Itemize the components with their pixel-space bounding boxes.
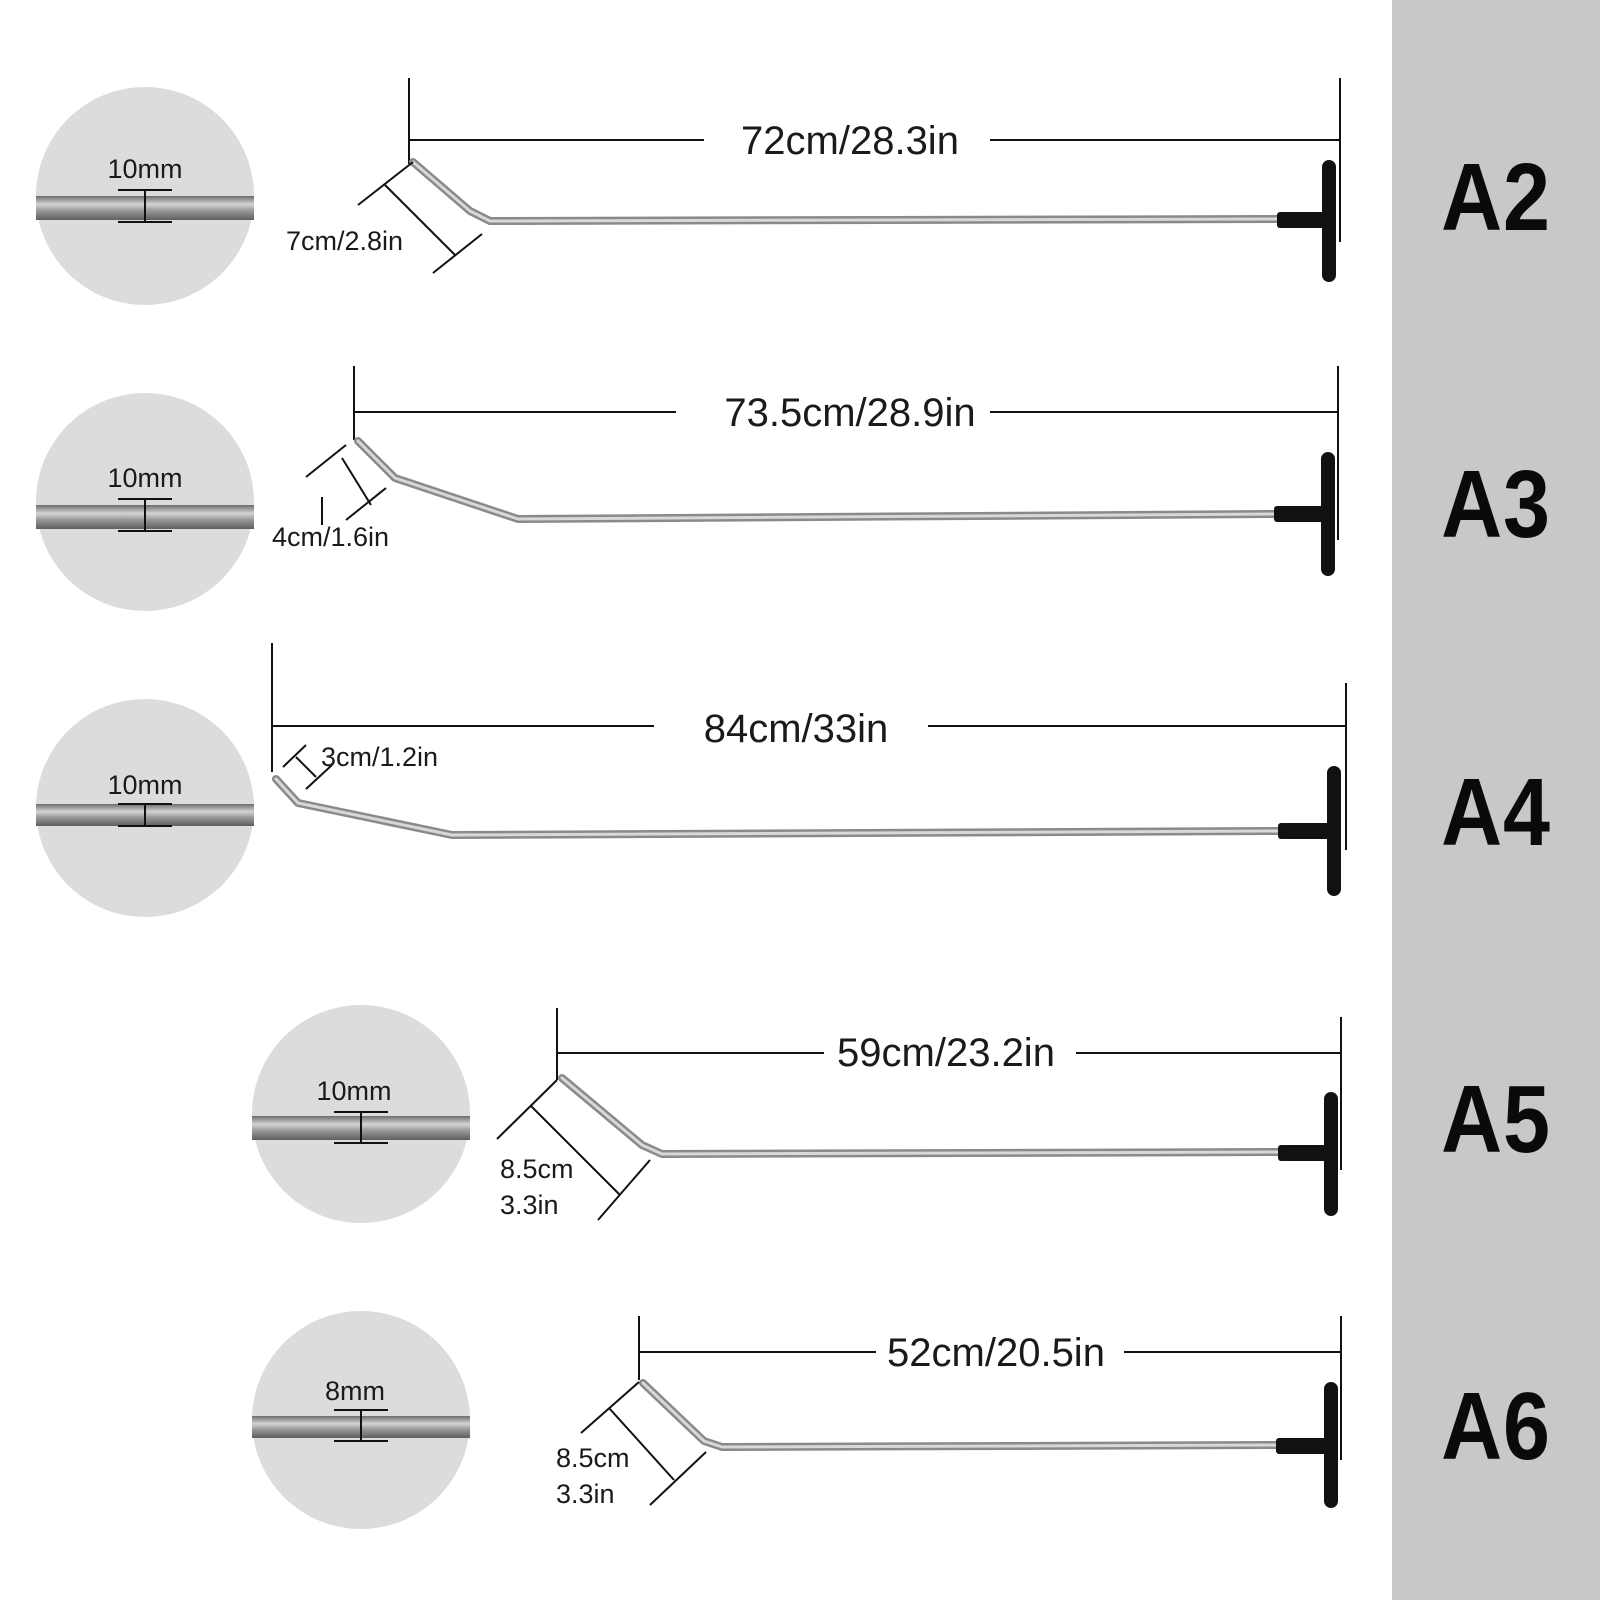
diameter-label: 10mm <box>107 463 182 493</box>
t-handle <box>1321 452 1335 576</box>
handle-collar <box>1276 1438 1332 1454</box>
tip-length-label-in: 3.3in <box>556 1479 615 1509</box>
length-dimension-line <box>353 366 1339 540</box>
handle-collar <box>1277 212 1332 228</box>
t-handle <box>1322 160 1336 282</box>
rod <box>272 775 1286 839</box>
length-dimension-line <box>638 1316 1342 1460</box>
diameter-marker <box>334 1111 388 1144</box>
sidebar-panel <box>1392 0 1600 1600</box>
diameter-marker <box>118 189 172 223</box>
tip-dimension-line <box>496 1079 651 1221</box>
tip-length-label: 7cm/2.8in <box>286 226 403 256</box>
tool-a5: 10mm 59cm/23.2in 8.5cm 3.3in <box>252 1005 1342 1223</box>
length-label: 73.5cm/28.9in <box>724 391 975 435</box>
length-dimension-line <box>408 78 1341 242</box>
diameter-marker <box>334 1409 388 1442</box>
tool-a3: 10mm 73.5cm/28.9in 4cm/1.6in <box>36 366 1339 611</box>
diameter-label: 8mm <box>325 1376 385 1406</box>
tip-dimension-line <box>580 1381 707 1506</box>
tip-length-label: 3cm/1.2in <box>321 742 438 772</box>
length-dimension-line <box>556 1008 1342 1170</box>
t-handle <box>1324 1092 1338 1216</box>
length-dimension-line <box>271 643 1347 850</box>
rod <box>639 1379 1284 1451</box>
tool-a4: 10mm 84cm/33in 3cm/1.2in <box>36 643 1347 917</box>
model-label-a3: A3 <box>1441 451 1551 558</box>
model-label-a4: A4 <box>1441 759 1551 866</box>
model-label-a5: A5 <box>1441 1066 1551 1173</box>
rod <box>354 437 1282 523</box>
diameter-label: 10mm <box>107 770 182 800</box>
t-handle <box>1324 1382 1338 1508</box>
tool-a6: 8mm 52cm/20.5in 8.5cm 3.3in <box>252 1311 1342 1529</box>
handle-collar <box>1274 506 1330 522</box>
diameter-label: 10mm <box>107 154 182 184</box>
model-label-a6: A6 <box>1441 1373 1551 1480</box>
t-handle <box>1327 766 1341 896</box>
tip-dimension-line <box>357 161 483 274</box>
tip-length-label-cm: 8.5cm <box>556 1443 630 1473</box>
handle-collar <box>1278 1145 1332 1161</box>
model-label-a2: A2 <box>1441 144 1551 251</box>
length-label: 84cm/33in <box>704 707 889 751</box>
diameter-marker <box>118 803 172 827</box>
tip-dimension-line <box>282 744 333 790</box>
tool-a2: 10mm 72cm/28.3in 7cm/2.8in <box>36 78 1341 305</box>
length-label: 59cm/23.2in <box>837 1031 1055 1075</box>
length-label: 52cm/20.5in <box>887 1331 1105 1375</box>
length-label: 72cm/28.3in <box>741 119 959 163</box>
rod <box>558 1074 1284 1158</box>
tip-length-label-cm: 8.5cm <box>500 1154 574 1184</box>
rod <box>409 158 1284 225</box>
tip-dimension-line <box>305 444 387 525</box>
diameter-label: 10mm <box>316 1076 391 1106</box>
diameter-marker <box>118 498 172 532</box>
tip-length-label: 4cm/1.6in <box>272 522 389 552</box>
handle-collar <box>1278 823 1336 839</box>
tip-length-label-in: 3.3in <box>500 1190 559 1220</box>
